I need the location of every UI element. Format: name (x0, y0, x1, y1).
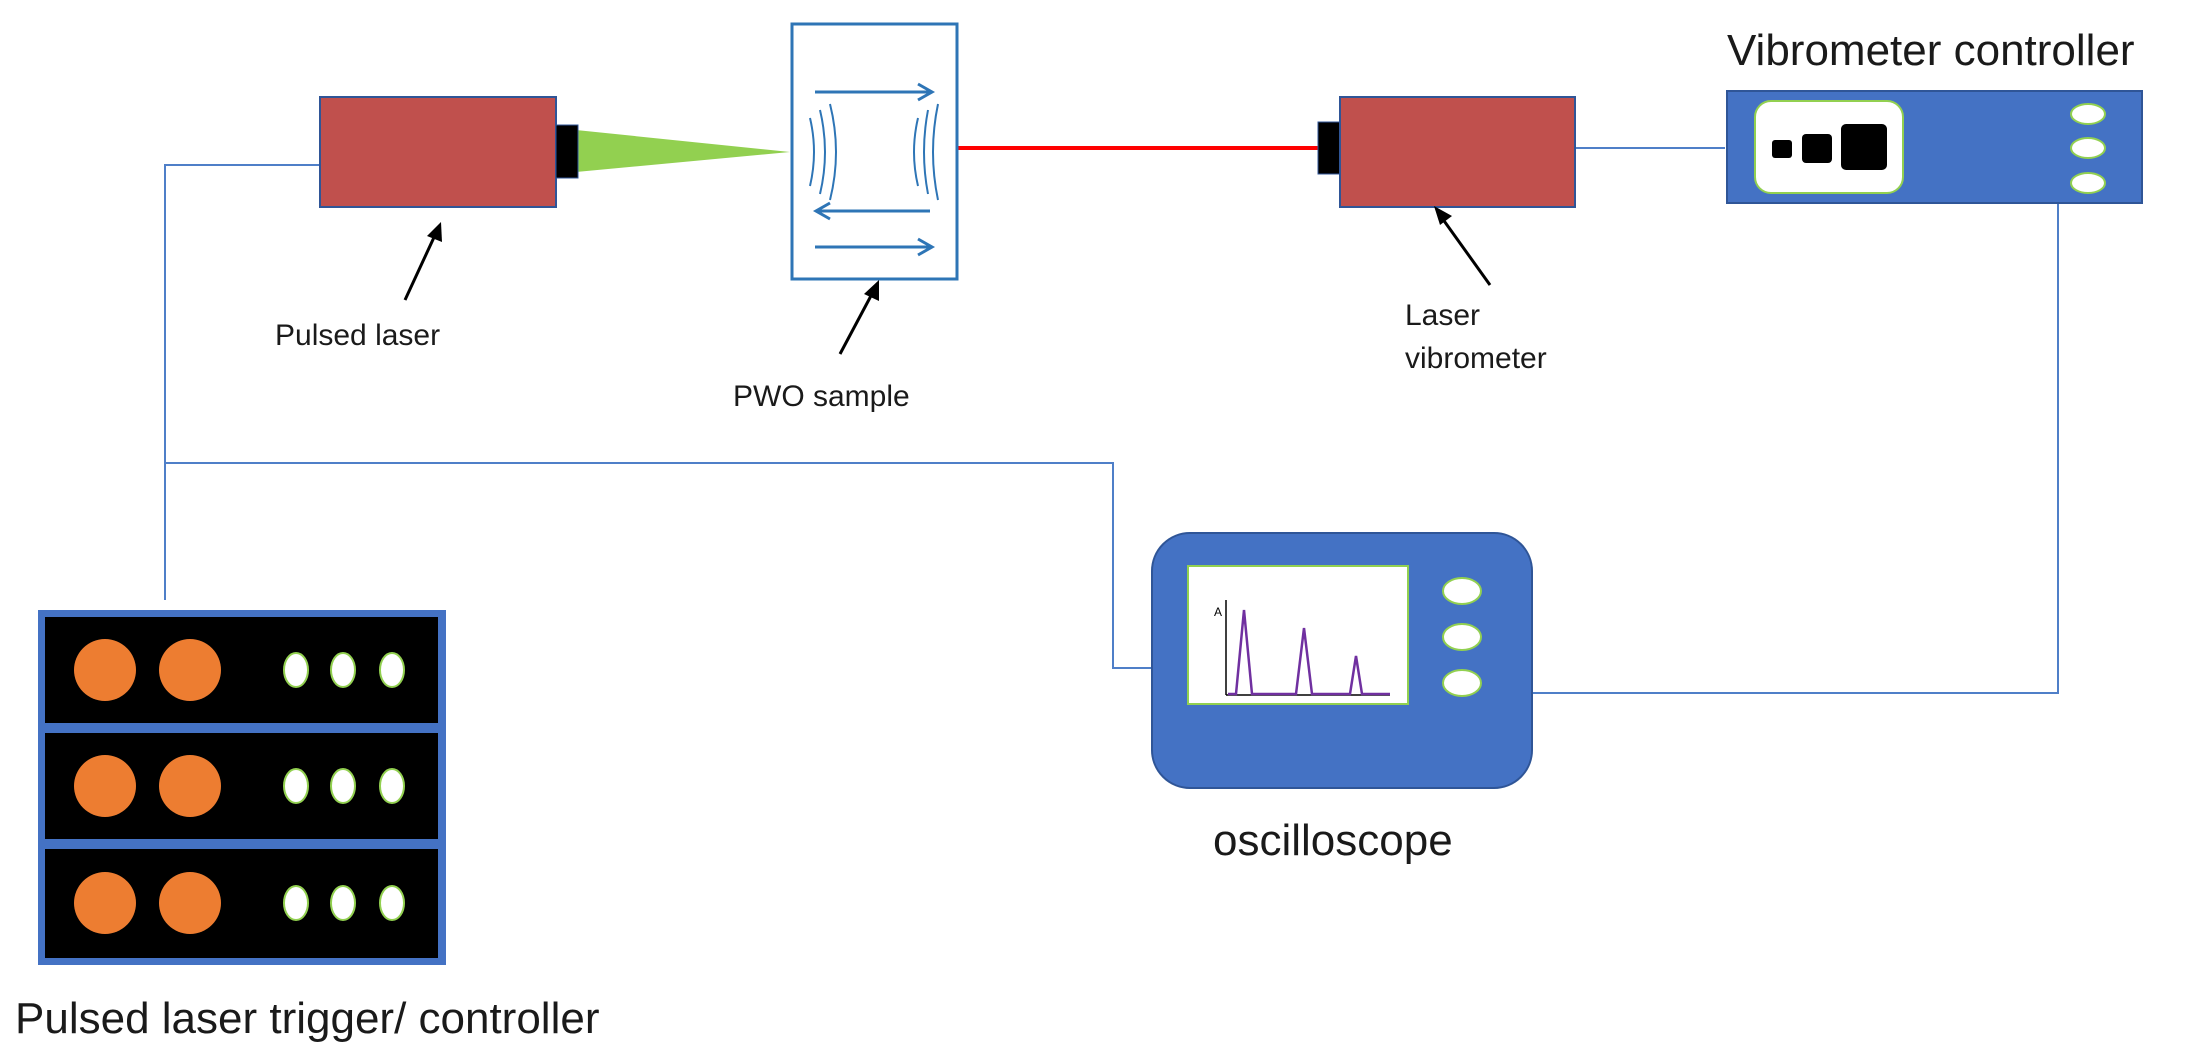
crystal-sample-icon (790, 22, 959, 281)
laser-head-icon (319, 96, 579, 208)
oscilloscope: A oscilloscope (1151, 532, 1533, 865)
vibrometer-controller: Vibrometer controller (1726, 26, 2143, 204)
rack-unit-icon (38, 610, 446, 965)
wiring (164, 147, 2059, 694)
controller-box-icon (1726, 90, 2143, 204)
oscilloscope-label: oscilloscope (1213, 816, 1453, 865)
pulsed-laser: Pulsed laser (275, 96, 579, 352)
wire-trigger-to-oscilloscope (165, 462, 1155, 669)
pwo-sample: PWO sample (733, 22, 959, 413)
pump-beam (576, 130, 790, 172)
laser-vibrometer-label-line1: Laser (1405, 299, 1480, 332)
pointer-arrow-icon (838, 280, 879, 355)
vibrometer-controller-label: Vibrometer controller (1727, 26, 2135, 75)
laser-vibrometer: Laser vibrometer (1317, 96, 1576, 375)
pwo-sample-label: PWO sample (733, 380, 910, 413)
oscilloscope-trace (1228, 609, 1390, 696)
trigger-controller: Pulsed laser trigger/ controller (15, 610, 599, 1043)
oscilloscope-icon: A (1151, 532, 1533, 789)
oscilloscope-axis-label: A (1214, 605, 1222, 619)
pointer-arrow-icon (403, 222, 442, 301)
wire-laser-to-trigger (164, 164, 320, 600)
wire-controller-to-oscilloscope (1533, 200, 2059, 694)
laser-head-icon (1317, 96, 1576, 208)
trigger-controller-label: Pulsed laser trigger/ controller (15, 994, 599, 1043)
laser-vibrometer-label-line2: vibrometer (1405, 342, 1547, 375)
pulsed-laser-label: Pulsed laser (275, 319, 440, 352)
pointer-arrow-icon (1434, 206, 1492, 286)
